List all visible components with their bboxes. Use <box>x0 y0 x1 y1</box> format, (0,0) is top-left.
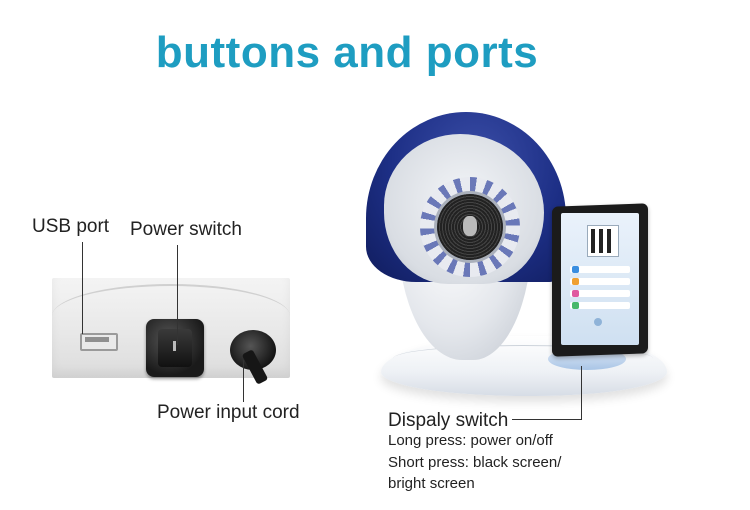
menu-color-icon <box>572 302 579 309</box>
usb-port <box>80 333 118 351</box>
display-switch-label: Dispaly switch <box>388 410 509 431</box>
screen-menu-row <box>570 290 630 297</box>
home-button-icon <box>594 318 602 326</box>
screen-menu-row <box>570 278 630 285</box>
power-switch-label: Power switch <box>130 219 242 240</box>
power-symbol-icon <box>173 341 176 351</box>
page-title: buttons and ports <box>155 28 539 77</box>
power-cord-leader-line <box>243 360 244 402</box>
screen-menu-row <box>570 302 630 309</box>
menu-color-icon <box>572 266 579 273</box>
long-press-note: Long press: power on/off <box>388 432 553 449</box>
usb-port-label: USB port <box>32 216 110 237</box>
camera-sensor <box>463 216 477 236</box>
short-press-note-cont: bright screen <box>388 475 475 492</box>
device-base-lip <box>393 345 653 372</box>
display-switch-leader-v <box>581 366 582 420</box>
display-switch-leader-h <box>512 419 582 420</box>
menu-color-icon <box>572 290 579 297</box>
menu-color-icon <box>572 278 579 285</box>
short-press-note: Short press: black screen/ <box>388 454 562 471</box>
qr-code-icon <box>587 225 619 257</box>
usb-leader-line <box>82 242 83 334</box>
panel-edge <box>52 284 290 316</box>
power-cord-label: Power input cord <box>157 402 300 423</box>
power-switch-leader-line <box>177 245 178 345</box>
usb-port-contact <box>85 337 109 342</box>
screen-menu-row <box>570 266 630 273</box>
